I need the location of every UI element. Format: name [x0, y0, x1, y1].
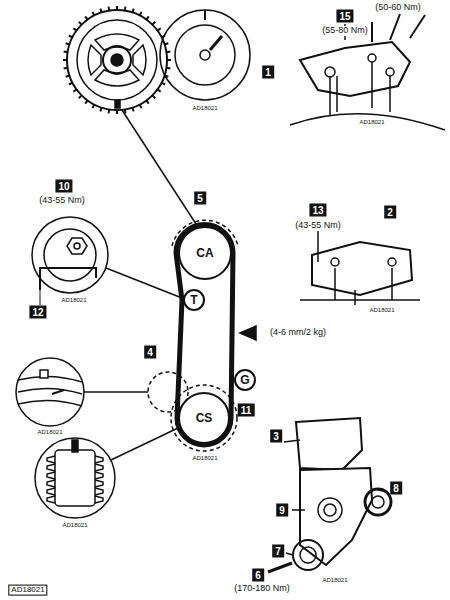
figure-code: AD18021 — [192, 105, 217, 112]
dashed-callout-circle — [171, 385, 237, 451]
callout-number: 13 — [309, 204, 326, 217]
belt-tension: (4-6 mm/2 kg) — [269, 328, 327, 338]
pulley-label: G — [240, 373, 249, 387]
torque-value: (55-80 Nm) — [321, 26, 369, 36]
pulley-label: T — [190, 293, 197, 307]
camshaft-pulley: CA — [178, 226, 232, 280]
pulley-label: CA — [196, 246, 213, 260]
torque-value: (43-55 Nm) — [38, 196, 86, 206]
callout-number: 15 — [336, 10, 353, 23]
leader-line — [84, 391, 148, 393]
callout-number: 2 — [384, 206, 396, 219]
callout-number: 7 — [272, 545, 284, 558]
timing-belt — [176, 225, 233, 445]
idler-pulley: G — [234, 369, 256, 391]
camshaft-sprocket — [63, 6, 171, 114]
torque-value: (170-180 Nm) — [233, 584, 291, 594]
tensioner-pulley: T — [183, 289, 205, 311]
crank-gear-inset — [35, 438, 115, 518]
callout-number: 11 — [238, 404, 255, 417]
tension-arrow — [240, 326, 256, 340]
figure-code: AD18021 — [369, 307, 394, 314]
callout-number: 8 — [390, 482, 402, 495]
engine-bracket — [290, 14, 445, 130]
leader-line — [106, 268, 182, 298]
tensioner-inset — [32, 217, 108, 305]
callout-number: 3 — [270, 430, 282, 443]
figure-code: AD18021 — [62, 522, 87, 529]
timing-cover-parts — [268, 418, 391, 572]
crankshaft-pulley: CS — [178, 392, 230, 444]
figure-code: AD18021 — [359, 119, 384, 126]
camshaft-mark-inset — [160, 10, 250, 100]
figure-code: AD18021 — [322, 577, 347, 584]
leader-line — [111, 428, 178, 460]
callout-number: 5 — [194, 192, 206, 205]
leader-line — [122, 110, 196, 224]
figure-code: AD18021 — [61, 297, 86, 304]
callout-number: 10 — [55, 180, 72, 193]
callout-number: 4 — [144, 346, 156, 359]
figure-code: AD18021 — [37, 429, 62, 436]
figure-code: AD18021 — [192, 455, 217, 462]
callout-number: 9 — [276, 504, 288, 517]
mounting-plate — [300, 222, 420, 305]
pulley-label: CS — [196, 411, 213, 425]
torque-value: (43-55 Nm) — [294, 221, 342, 231]
torque-value: (50-60 Nm) — [374, 3, 422, 13]
callout-number: 1 — [262, 66, 274, 79]
callout-number: 12 — [29, 306, 46, 319]
figure-code: AD18021 — [8, 585, 47, 596]
callout-number: 6 — [252, 569, 264, 582]
belt-mark-inset — [16, 358, 84, 426]
